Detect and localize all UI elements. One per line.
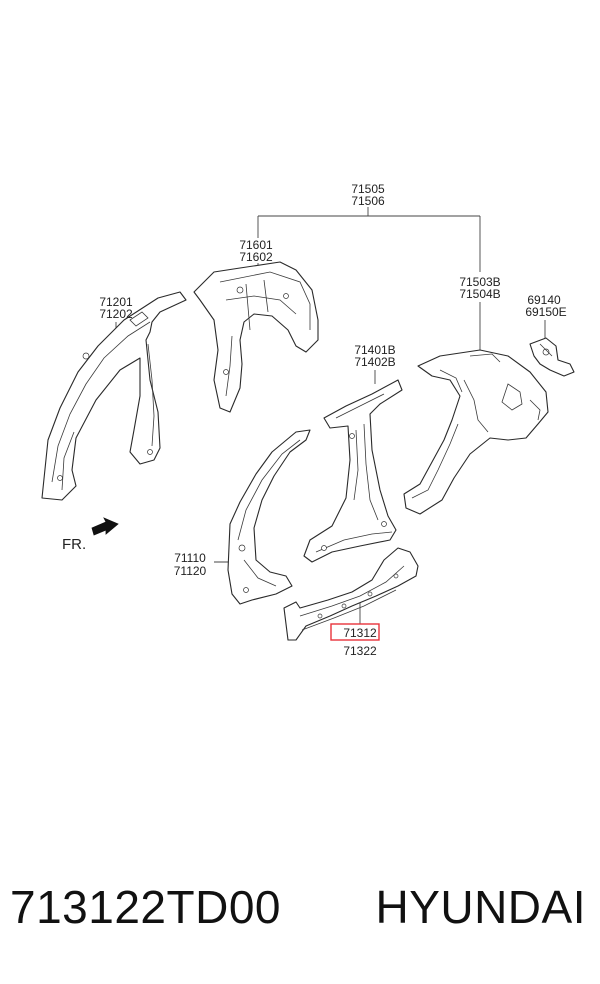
label-71202: 71202 bbox=[99, 307, 133, 321]
quarter-panel-part bbox=[403, 349, 549, 515]
label-71504B: 71504B bbox=[459, 287, 500, 301]
highlight-box bbox=[330, 623, 380, 641]
front-direction-arrow-icon bbox=[91, 517, 119, 536]
label-71505: 71505 bbox=[351, 182, 385, 196]
label-71602: 71602 bbox=[239, 250, 273, 264]
side-sill-part bbox=[283, 547, 419, 641]
label-fr: FR. bbox=[62, 536, 86, 553]
label-71503B: 71503B bbox=[459, 275, 500, 289]
front-pillar-part bbox=[41, 291, 187, 501]
part-number-caption: 713122TD00 bbox=[10, 881, 281, 933]
brand-caption: HYUNDAI bbox=[375, 881, 586, 933]
label-71322: 71322 bbox=[343, 644, 377, 658]
label-71506: 71506 bbox=[351, 194, 385, 208]
label-71110: 71110 bbox=[174, 551, 206, 565]
label-71120: 71120 bbox=[174, 564, 207, 578]
label-71402B: 71402B bbox=[354, 355, 395, 369]
label-71401B: 71401B bbox=[354, 343, 395, 357]
fuel-bracket-part bbox=[529, 337, 575, 377]
wheel-house-part bbox=[193, 261, 319, 413]
label-69140: 69140 bbox=[527, 293, 561, 307]
label-69150E: 69150E bbox=[525, 305, 566, 319]
label-71601: 71601 bbox=[239, 238, 273, 252]
label-71201: 71201 bbox=[99, 295, 133, 309]
label-71312: 71312 bbox=[343, 626, 377, 640]
part-labels: 71505 71506 71601 71602 71201 71202 7150… bbox=[62, 182, 567, 658]
center-pillar-part bbox=[303, 379, 403, 563]
front-lower-pillar-part bbox=[227, 429, 311, 605]
